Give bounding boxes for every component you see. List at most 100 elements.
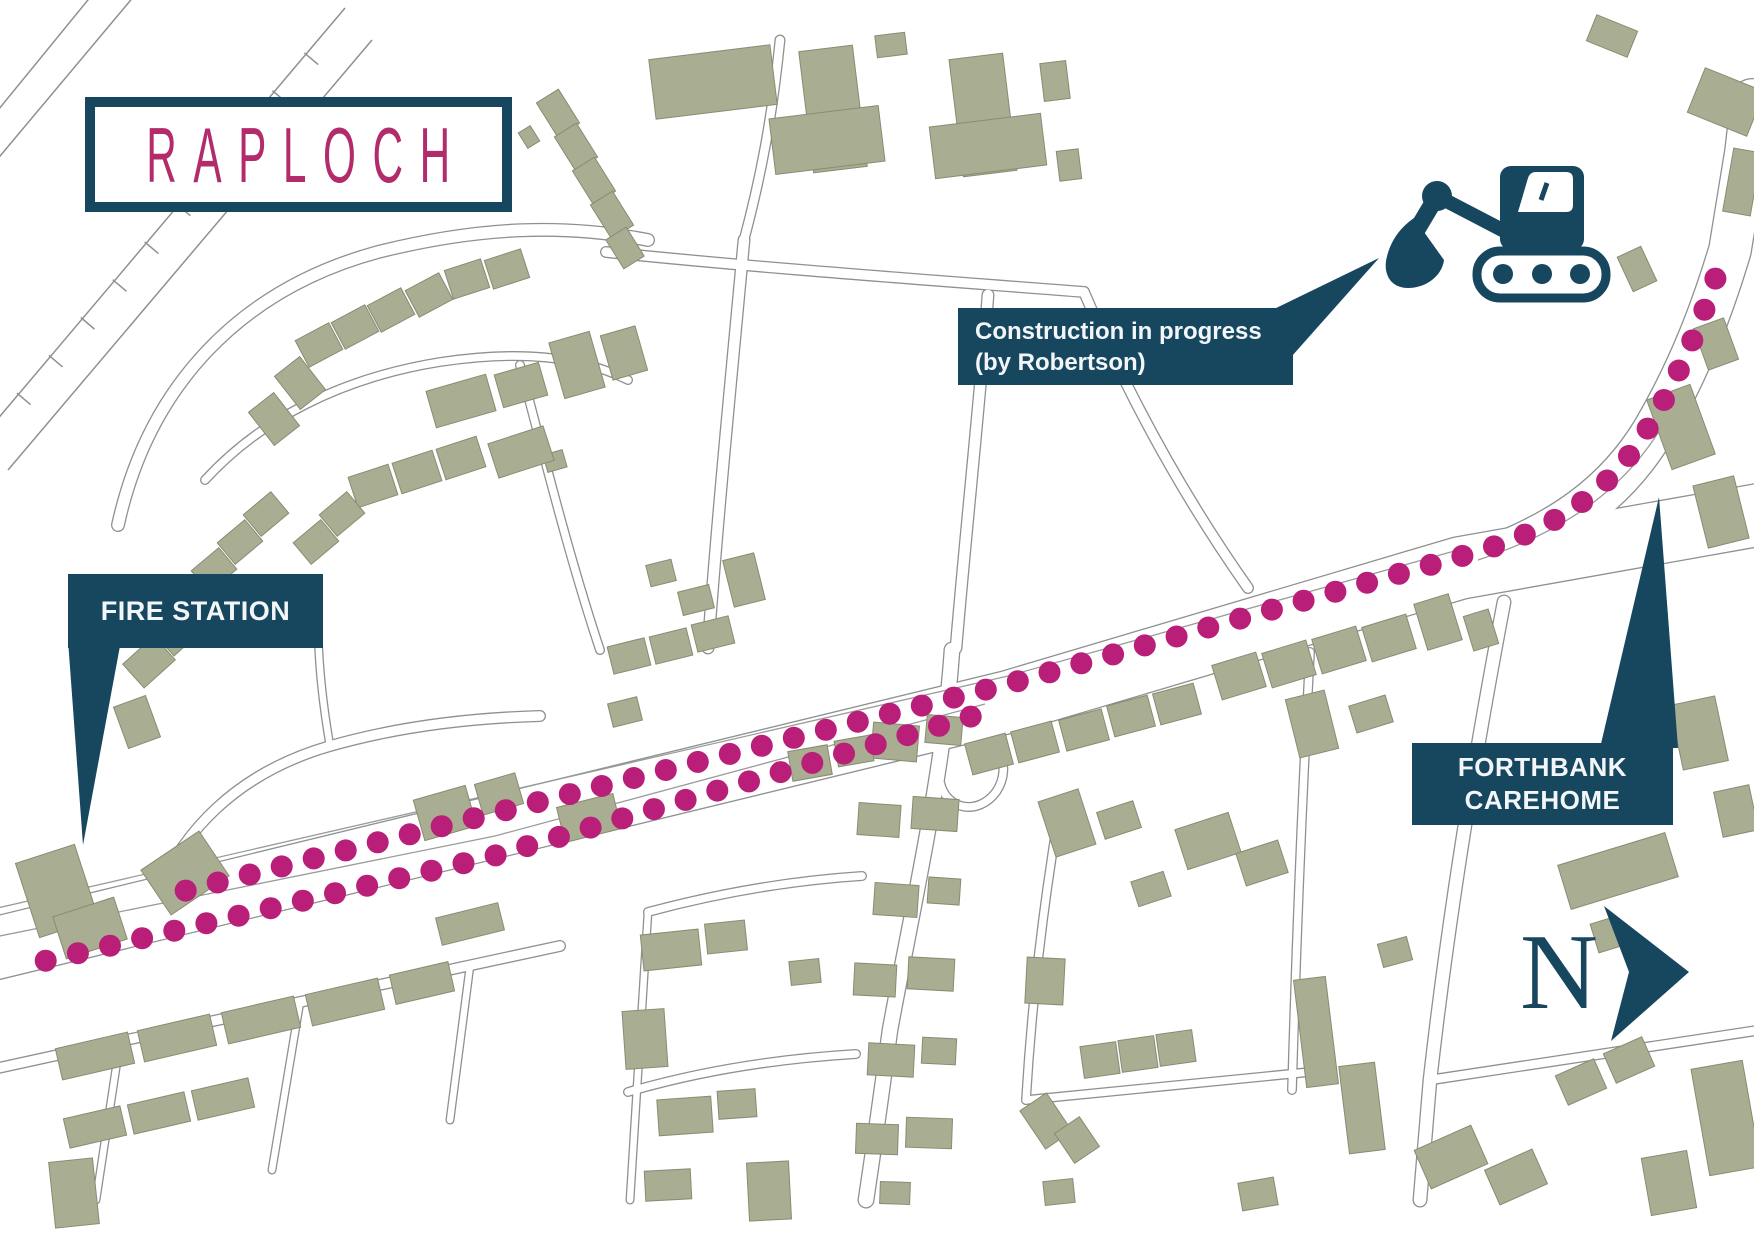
building-footprint xyxy=(140,830,230,916)
route-dot xyxy=(738,770,760,793)
building-footprint xyxy=(273,355,327,411)
building-footprint xyxy=(54,1031,136,1081)
building-footprint xyxy=(1690,1059,1754,1177)
building-footprint xyxy=(1692,317,1740,371)
route-dot xyxy=(494,799,517,822)
building-footprint xyxy=(1057,708,1111,752)
route-dot xyxy=(1681,329,1704,352)
route-dot xyxy=(1652,389,1675,411)
building-footprint xyxy=(1483,1148,1549,1206)
route-dot xyxy=(131,927,154,950)
map-title-box: RAPLOCH xyxy=(85,97,512,212)
forthbank-pointer xyxy=(1600,497,1678,748)
building-footprint xyxy=(318,491,366,537)
route-dot xyxy=(302,847,325,870)
route-dot xyxy=(1324,580,1347,603)
route-dot xyxy=(547,825,570,848)
building-footprint xyxy=(963,732,1015,776)
excavator-wiper xyxy=(1538,182,1550,201)
building-footprint xyxy=(425,373,497,429)
route-dot xyxy=(356,874,379,897)
route-dot xyxy=(1636,417,1659,440)
building-footprint xyxy=(1037,788,1097,858)
excavator-icon xyxy=(1385,166,1611,303)
building-footprint xyxy=(1722,147,1754,217)
building-footprint xyxy=(1557,832,1679,910)
building-footprint xyxy=(1338,1061,1386,1155)
building-footprint xyxy=(879,1180,911,1206)
building-footprint xyxy=(388,961,456,1005)
route-dot xyxy=(334,839,357,862)
building-footprint xyxy=(1361,613,1417,663)
building-footprint xyxy=(854,1122,900,1156)
building-footprint xyxy=(920,1036,958,1066)
route-dot xyxy=(674,788,697,811)
building-footprint xyxy=(1105,694,1157,738)
building-footprint xyxy=(242,491,290,537)
building-footprint xyxy=(904,1116,954,1150)
route-dot xyxy=(846,710,869,733)
forthbank-label-line1: FORTHBANK xyxy=(1457,752,1628,782)
north-label: N xyxy=(1520,913,1598,1032)
excavator-arm-joint xyxy=(1422,181,1452,211)
route-dot xyxy=(430,815,453,838)
building-footprint xyxy=(1692,475,1750,549)
route-dot xyxy=(1596,469,1619,492)
route-dot xyxy=(484,844,507,867)
construction-label-line2: (by Robertson) xyxy=(975,348,1146,376)
building-footprint xyxy=(1009,720,1061,764)
building-footprint xyxy=(412,784,478,842)
building-footprint xyxy=(1348,694,1394,734)
building-footprint xyxy=(910,795,960,833)
building-footprint xyxy=(856,802,902,838)
building-footprint xyxy=(190,1077,256,1121)
route-dot xyxy=(1543,508,1566,531)
building-footprint xyxy=(605,226,645,270)
building-footprint xyxy=(1413,593,1463,651)
building-footprint xyxy=(1616,245,1658,293)
building-footprint xyxy=(768,104,886,176)
building-footprint xyxy=(247,391,301,447)
route-dot xyxy=(1451,544,1474,567)
route-dot xyxy=(462,807,485,830)
route-dot xyxy=(801,751,824,774)
route-dot xyxy=(1229,607,1252,630)
building-footprint xyxy=(788,957,822,987)
building-footprint xyxy=(643,1168,693,1202)
route-dot xyxy=(420,859,443,882)
building-footprint xyxy=(126,1091,192,1135)
route-dot xyxy=(878,702,901,725)
route-dot xyxy=(558,783,581,806)
route-dot xyxy=(163,919,186,942)
route-dot xyxy=(227,904,250,927)
route-dot xyxy=(366,831,389,854)
building-footprint xyxy=(292,519,340,565)
route-dot xyxy=(195,912,218,935)
route-dot xyxy=(1667,359,1690,382)
building-footprint xyxy=(443,258,491,300)
route-dot xyxy=(579,816,602,839)
building-footprint xyxy=(391,449,443,495)
building-footprint xyxy=(648,627,694,665)
building-footprint xyxy=(866,1042,916,1078)
route-dot xyxy=(833,742,855,765)
excavator-wheel-1 xyxy=(1493,264,1513,284)
building-footprint xyxy=(1117,1035,1159,1073)
building-footprint xyxy=(1261,639,1317,689)
building-footprint xyxy=(1554,1058,1608,1106)
building-footprint xyxy=(1095,800,1143,840)
fire-station-pointer xyxy=(68,640,120,845)
building-footprint xyxy=(1039,60,1071,102)
excavator-wheel-3 xyxy=(1570,264,1590,284)
building-footprint xyxy=(330,304,380,350)
building-footprint xyxy=(1079,1041,1121,1079)
forthbank-label-line2: CAREHOME xyxy=(1464,785,1621,815)
route-dot xyxy=(864,733,887,756)
route-dot xyxy=(1006,670,1029,693)
route-dot xyxy=(896,724,919,747)
route-dot xyxy=(324,882,346,905)
route-dot xyxy=(526,791,549,814)
building-footprint xyxy=(1155,1029,1197,1067)
